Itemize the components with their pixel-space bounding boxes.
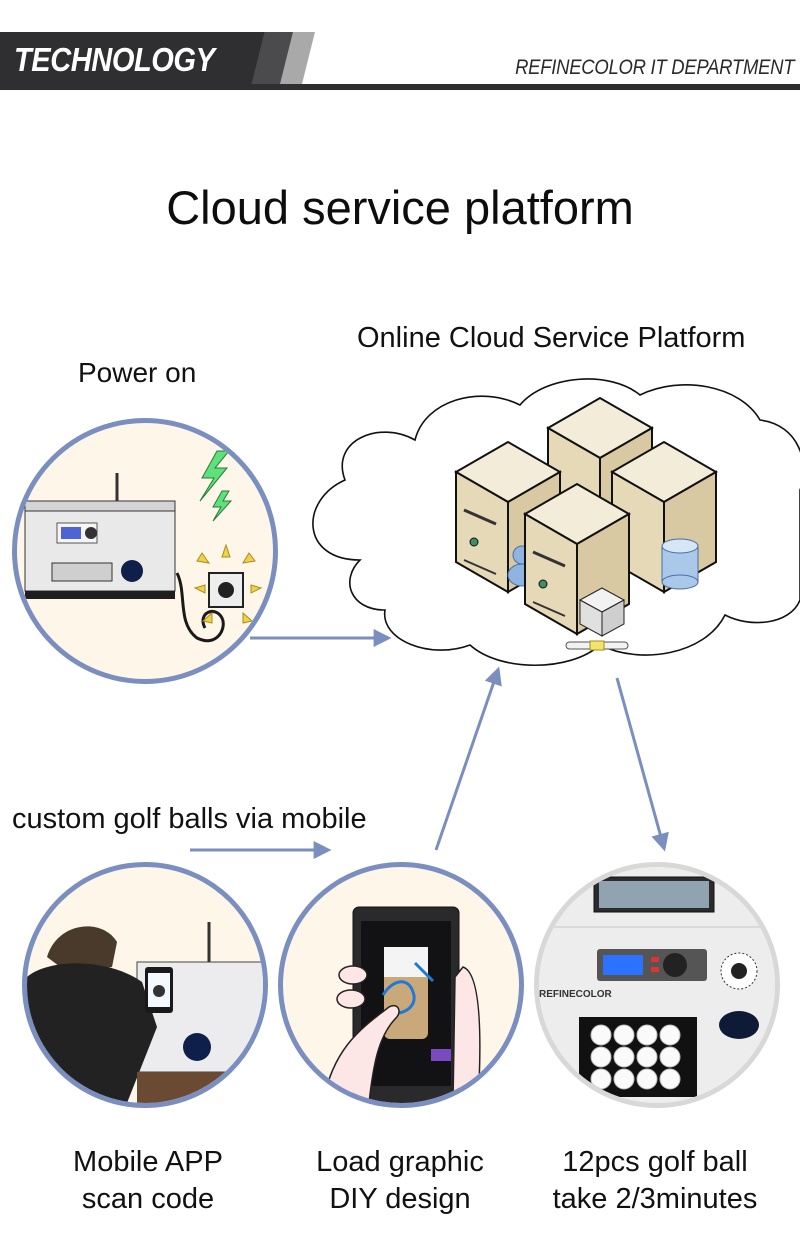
golf-ball [659, 1024, 681, 1046]
golf-ball [636, 1024, 658, 1046]
step-caption: Mobile APP scan code [33, 1144, 263, 1218]
printer-icon [578, 587, 626, 637]
database-icon [661, 538, 699, 590]
cloud-label: Online Cloud Service Platform [357, 322, 746, 354]
golf-ball [613, 1046, 635, 1068]
power-label: Power on [78, 357, 197, 388]
golf-ball [659, 1068, 681, 1090]
printer-icon [24, 473, 176, 599]
step-caption-line1: Mobile APP [73, 1146, 223, 1178]
glow-rays [193, 543, 263, 624]
power-cord [175, 572, 225, 642]
hands-icon [322, 965, 481, 1103]
arrow-design-to-cloud [434, 666, 502, 851]
power-on-illustration [12, 418, 278, 684]
golf-ball [636, 1046, 658, 1068]
step-caption: Load graphic DIY design [285, 1144, 515, 1218]
qr-code-icon [720, 952, 758, 990]
golf-ball [590, 1024, 612, 1046]
step-caption: 12pcs golf ball take 2/3minutes [540, 1144, 770, 1218]
phone-icon [352, 906, 460, 1103]
power-outlet-icon [208, 572, 244, 608]
step-caption-line2: take 2/3minutes [552, 1183, 758, 1215]
golf-ball [590, 1068, 612, 1090]
page-title: Cloud service platform [166, 181, 634, 234]
step-golf-printer-illustration: REFINECOLOR [534, 862, 780, 1108]
golf-ball-tray [590, 1024, 681, 1090]
move-arrows-icon [381, 961, 435, 1015]
golf-ball [590, 1046, 612, 1068]
section-header: TECHNOLOGY REFINECOLOR IT DEPARTMENT [0, 32, 800, 90]
header-underline [250, 84, 800, 90]
golf-ball [613, 1068, 635, 1090]
lightning-icon [199, 450, 233, 522]
phone-icon [145, 967, 173, 1013]
header-dark-band [0, 32, 268, 90]
section-label: TECHNOLOGY [14, 41, 215, 78]
network-link-icon [565, 640, 629, 651]
step-caption-line1: 12pcs golf ball [562, 1146, 748, 1178]
step-design-illustration [278, 862, 524, 1108]
golf-ball [659, 1046, 681, 1068]
department-label: REFINECOLOR IT DEPARTMENT [514, 56, 794, 79]
golf-ball [613, 1024, 635, 1046]
step-caption-line2: scan code [81, 1183, 215, 1215]
cloud-diagram [312, 378, 800, 666]
mobile-flow-label: custom golf balls via mobile [12, 803, 367, 835]
golf-ball [636, 1068, 658, 1090]
step-caption-line2: DIY design [329, 1183, 471, 1215]
arrow-cloud-to-printer [615, 677, 669, 852]
brand-text: REFINECOLOR [539, 989, 613, 1000]
step-caption-line1: Load graphic [316, 1146, 484, 1178]
step-scan-illustration [22, 862, 268, 1108]
